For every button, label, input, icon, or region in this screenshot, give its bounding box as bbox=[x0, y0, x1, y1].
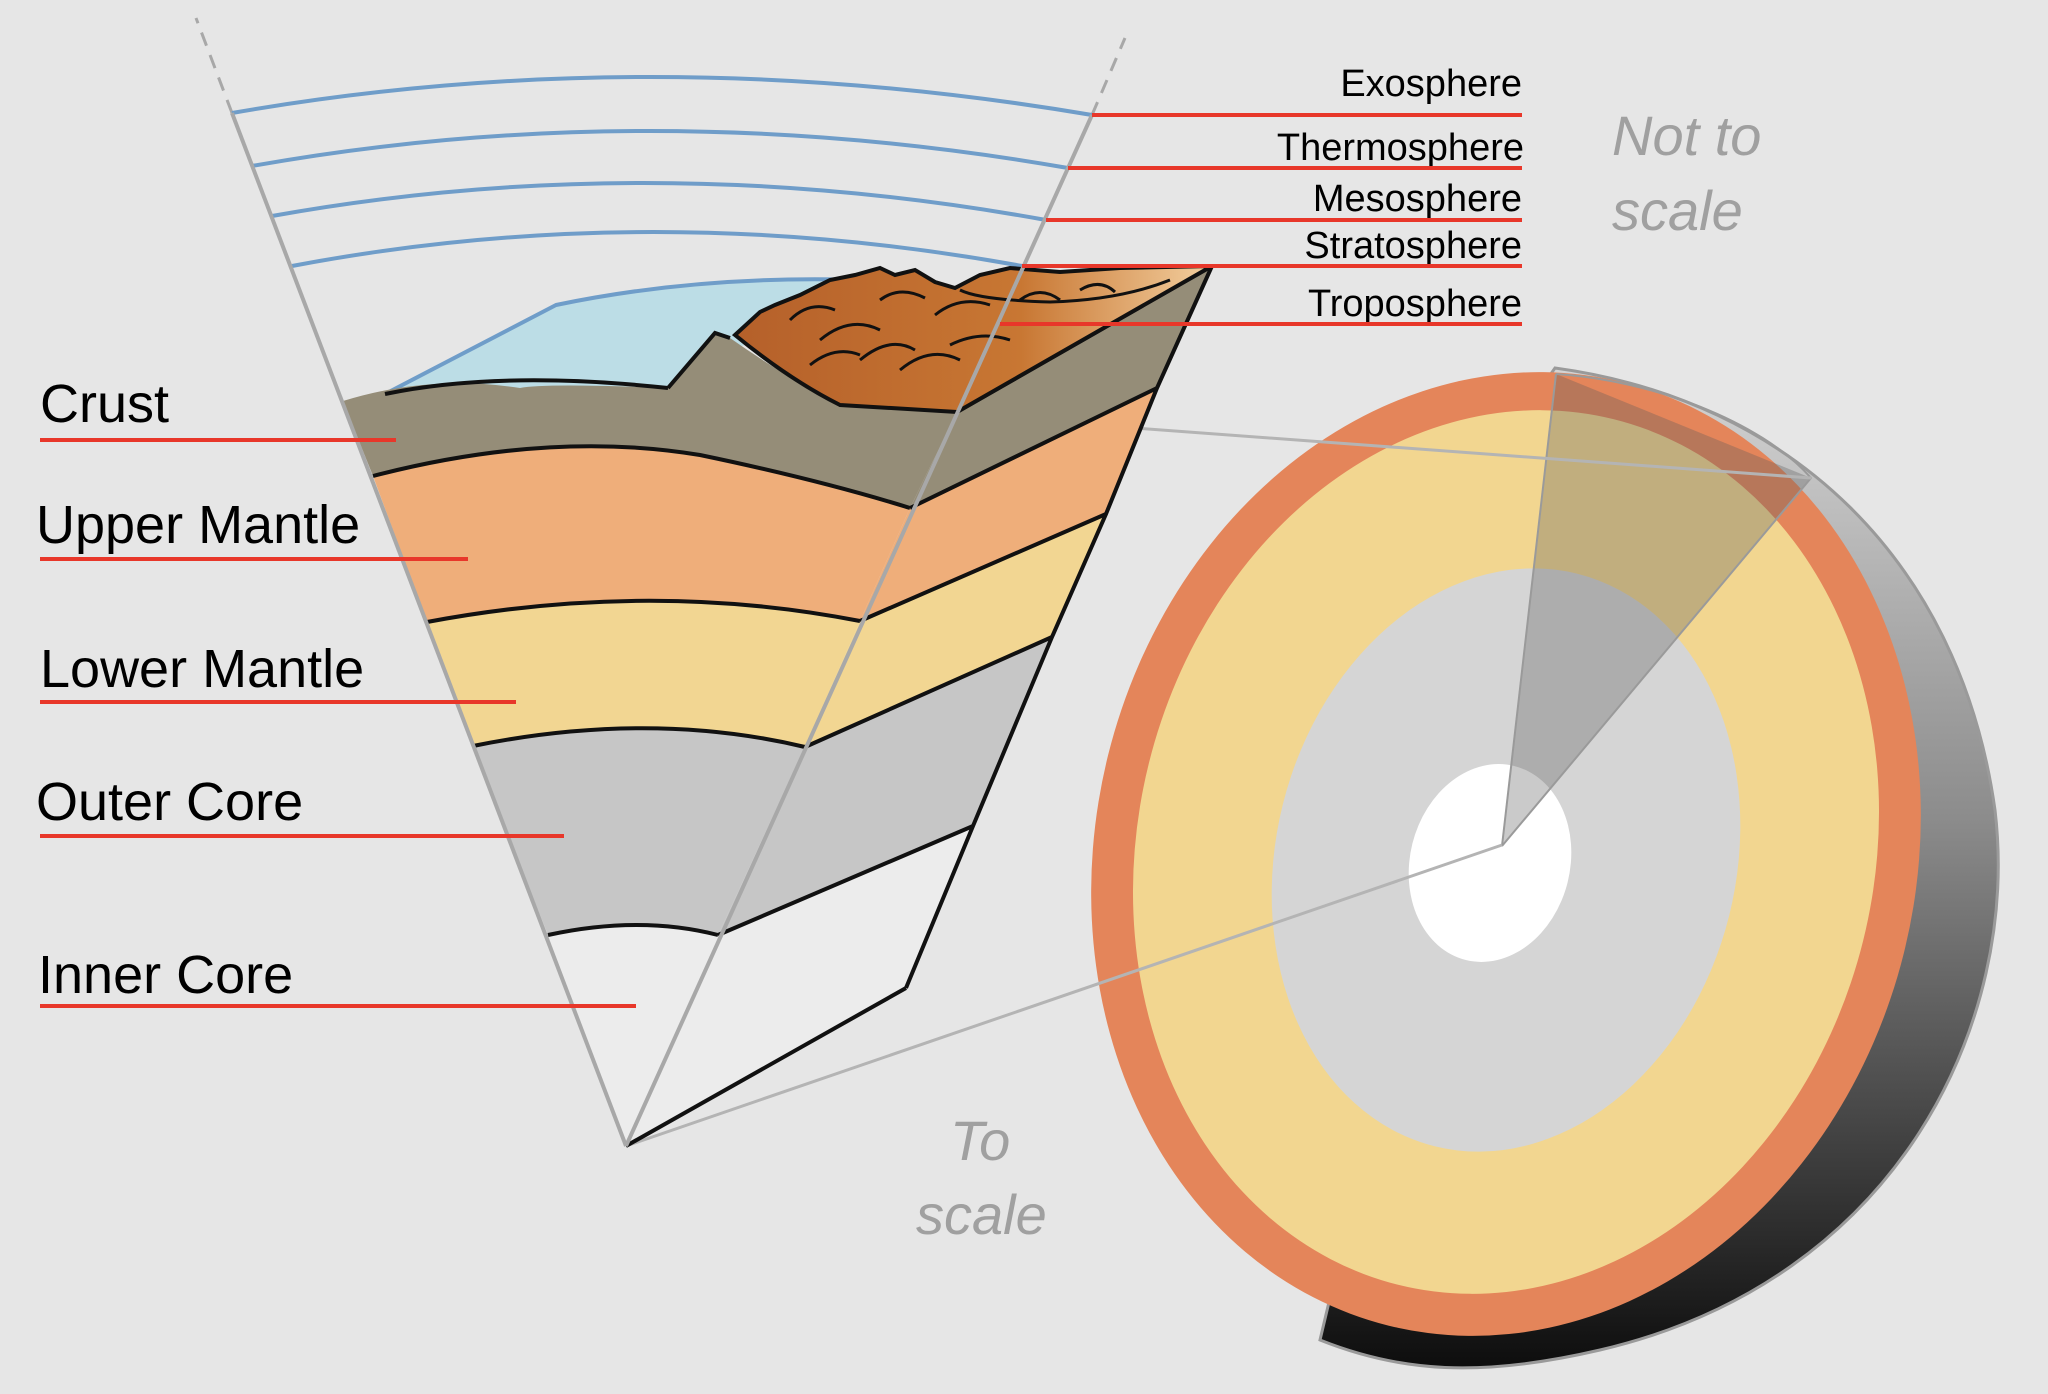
interior-wedge bbox=[230, 112, 1214, 1148]
label-lower-mantle: Lower Mantle bbox=[40, 639, 364, 699]
earth-sphere-cutaway bbox=[1091, 366, 2000, 1370]
thermosphere-boundary bbox=[251, 129, 1069, 170]
label-outer-core: Outer Core bbox=[36, 772, 303, 832]
label-troposphere: Troposphere bbox=[1308, 283, 1522, 325]
label-exosphere: Exosphere bbox=[1340, 63, 1522, 105]
atmosphere-layers bbox=[194, 17, 1127, 268]
interior-label-group: Crust Upper Mantle Lower Mantle Outer Co… bbox=[36, 374, 636, 1008]
note-not-to-scale-line1: Not to bbox=[1612, 104, 1761, 167]
note-to-scale-line1: To bbox=[950, 1109, 1010, 1172]
front-lower-mantle bbox=[427, 600, 860, 747]
sphere-wedge-cutout bbox=[1502, 374, 1811, 846]
side-lower-mantle bbox=[805, 514, 1106, 747]
sphere-inner-core bbox=[1408, 764, 1572, 962]
side-inner-core bbox=[626, 826, 973, 1146]
note-to-scale-line2: scale bbox=[916, 1183, 1047, 1246]
note-not-to-scale-line2: scale bbox=[1612, 179, 1743, 242]
side-crust bbox=[910, 266, 1212, 508]
atmosphere-label-group: Exosphere Thermosphere Mesosphere Strato… bbox=[1000, 63, 1524, 326]
label-inner-core: Inner Core bbox=[38, 945, 293, 1005]
label-thermosphere: Thermosphere bbox=[1277, 127, 1524, 169]
exosphere-boundary bbox=[231, 75, 1093, 117]
front-outer-core bbox=[473, 728, 805, 935]
side-outer-core bbox=[718, 637, 1052, 935]
front-upper-mantle bbox=[373, 446, 910, 622]
mesosphere-boundary bbox=[271, 181, 1047, 222]
side-upper-mantle bbox=[860, 388, 1157, 621]
mountains bbox=[731, 264, 1213, 415]
scale-notes: Not to scale To scale bbox=[916, 104, 1761, 1246]
ocean bbox=[385, 279, 870, 394]
label-mesosphere: Mesosphere bbox=[1313, 178, 1522, 220]
label-stratosphere: Stratosphere bbox=[1304, 225, 1522, 267]
label-upper-mantle: Upper Mantle bbox=[36, 495, 360, 555]
label-crust: Crust bbox=[40, 374, 169, 434]
stratosphere-boundary bbox=[291, 230, 1023, 268]
front-inner-core bbox=[548, 925, 718, 1146]
